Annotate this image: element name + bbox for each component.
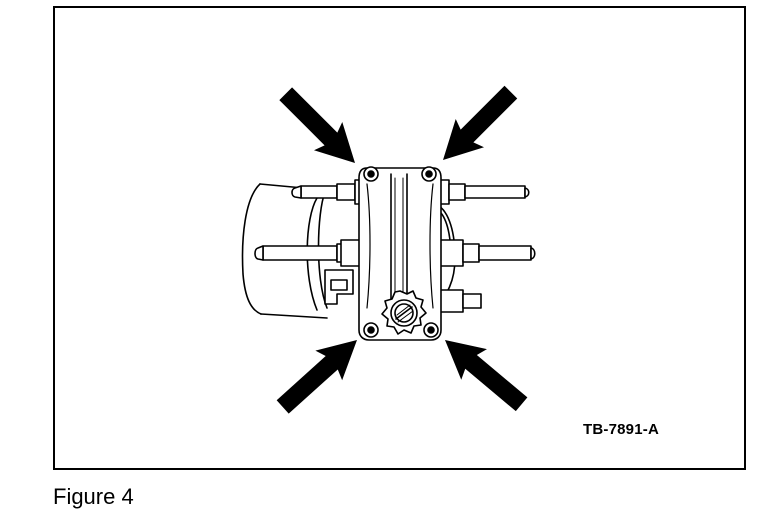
arrow-top-left [279,87,355,163]
mounting-bolt-bottom-right [423,322,439,338]
figure-frame: TB-7891-A [53,6,746,470]
mounting-plate [358,167,442,341]
mounting-bolt-top-right [421,166,437,182]
right-fuel-line-upper [434,179,530,205]
figure-reference-code: TB-7891-A [583,421,659,438]
arrow-bottom-left [276,340,357,414]
mounting-bolt-bottom-left [363,322,379,338]
fuel-component-diagram [241,85,536,414]
left-fuel-line-lower [254,239,368,267]
mounting-bolt-top-left [363,166,379,182]
arrow-top-right [443,85,518,160]
lower-right-port [434,289,482,313]
right-fuel-line-lower [434,239,536,267]
notched-cap [381,290,427,335]
arrow-bottom-right [445,340,528,412]
figure-caption: Figure 4 [53,484,134,509]
left-fuel-line-upper [291,179,368,205]
left-bracket [324,269,354,305]
